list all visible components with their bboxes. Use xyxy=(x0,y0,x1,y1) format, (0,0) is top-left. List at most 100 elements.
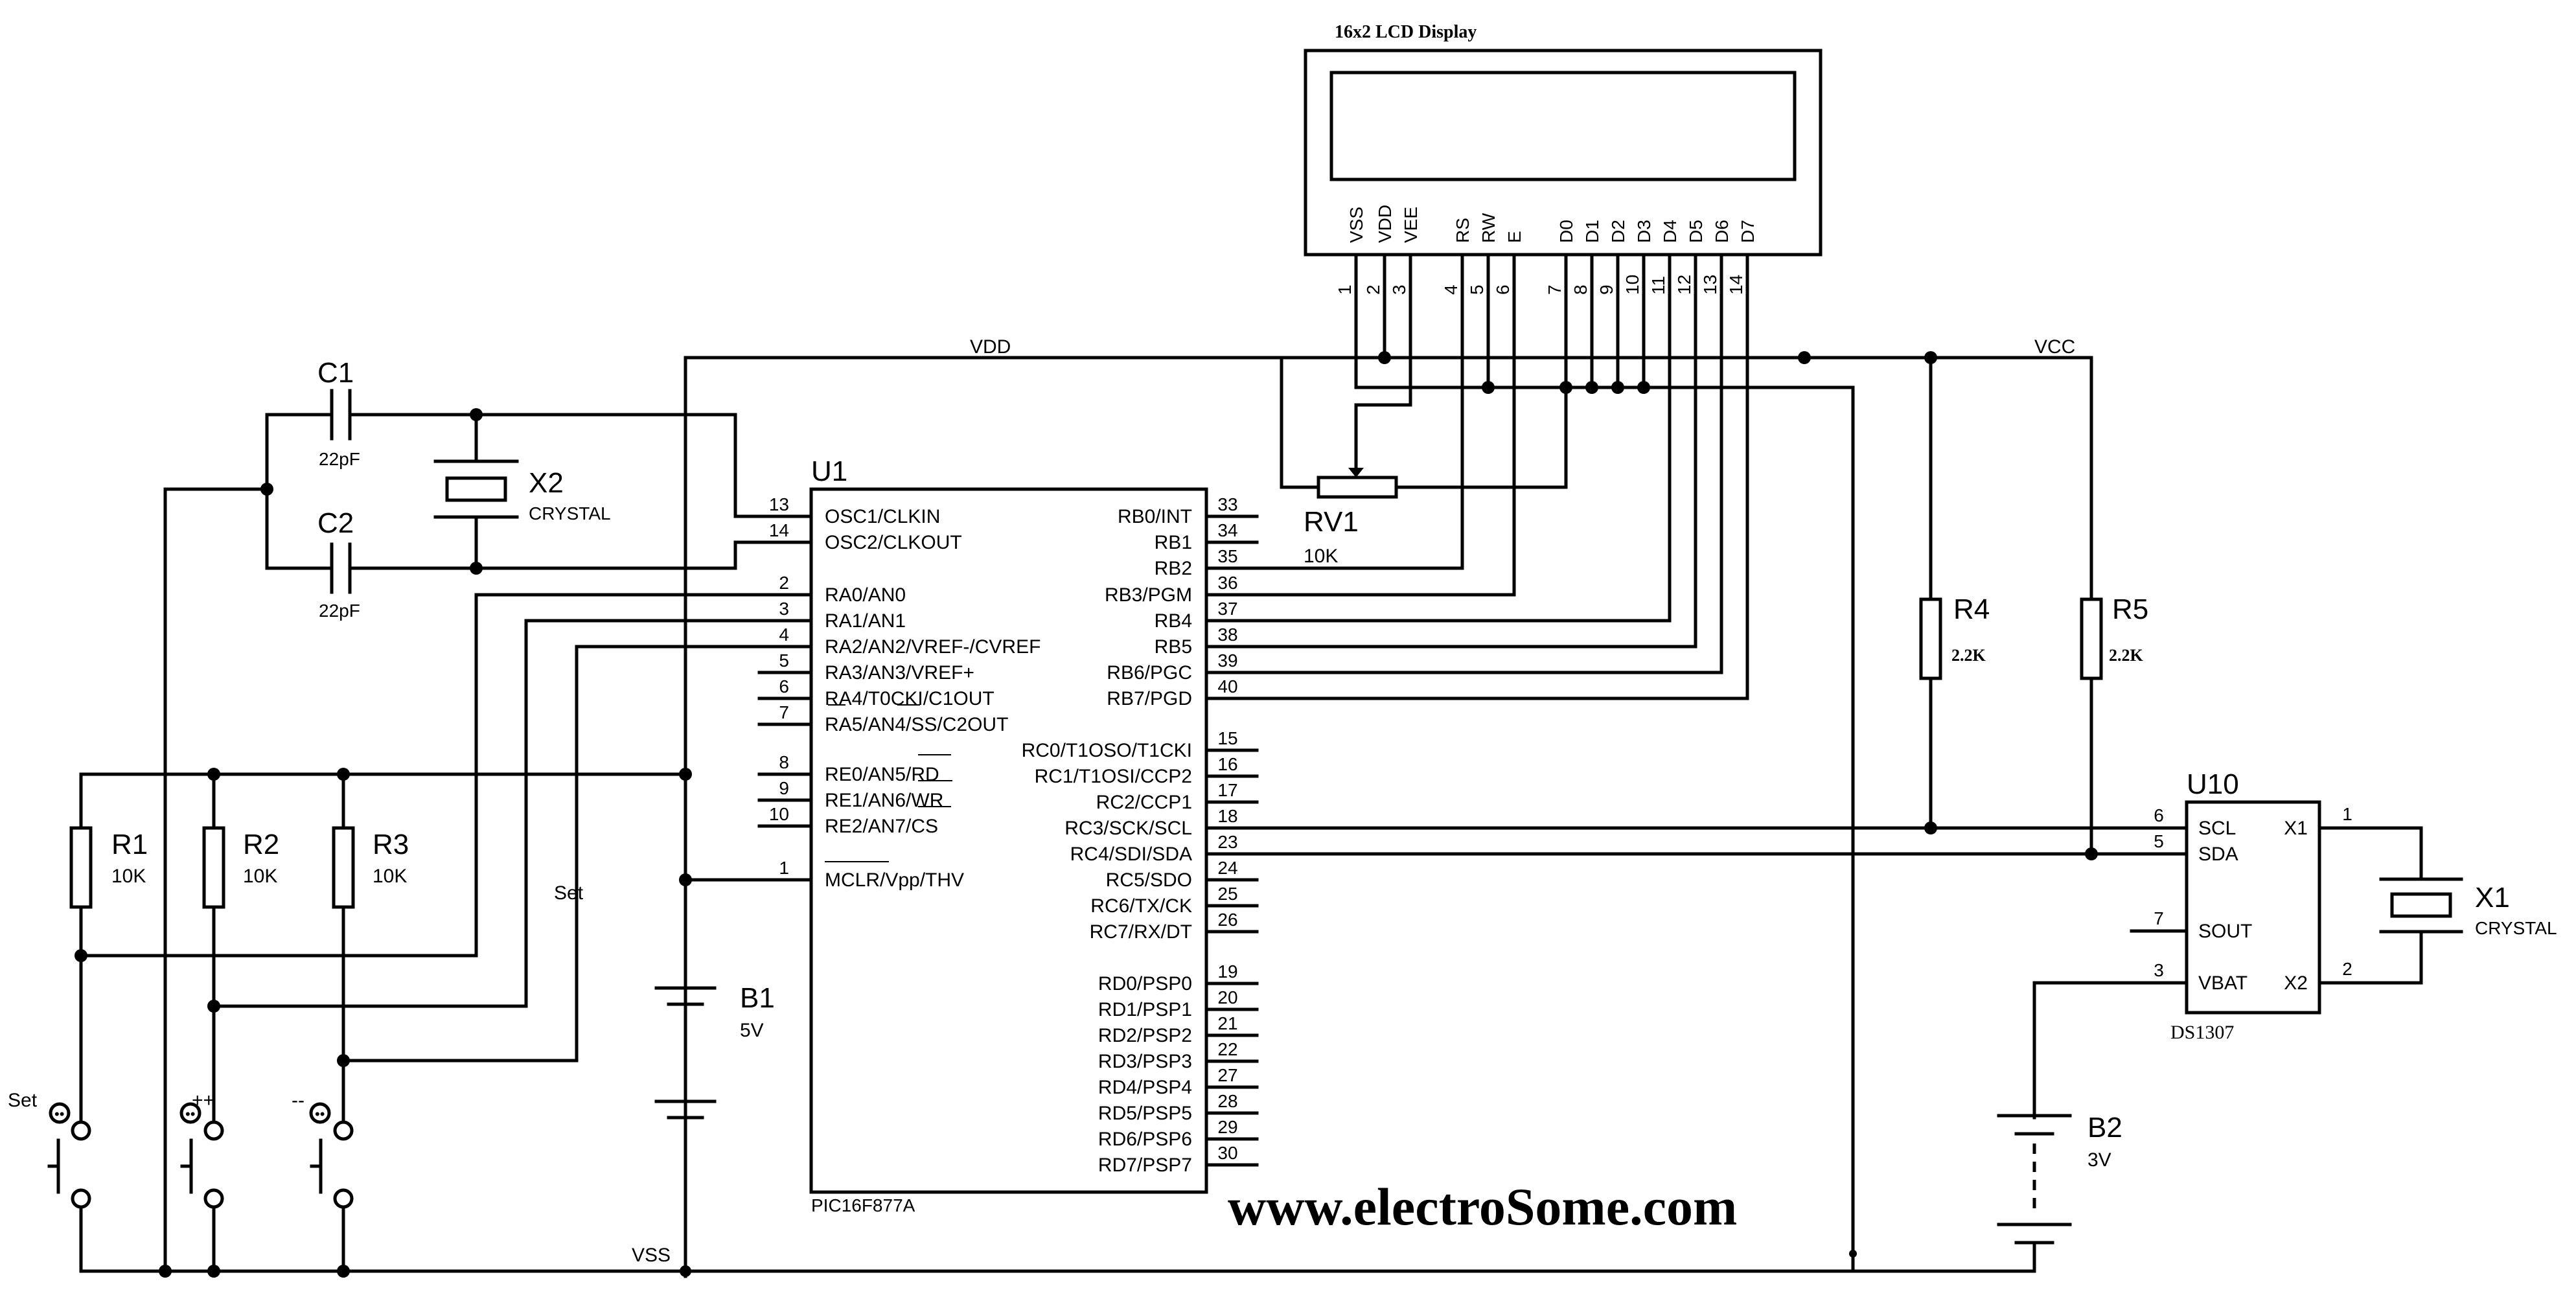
u1-right-pin-group: 33RB0/INT34RB135RB236RB3/PGM37RB438RB539… xyxy=(1022,494,1259,1176)
b1-ref: B1 xyxy=(740,982,775,1014)
lcd-pin-number: 9 xyxy=(1596,284,1616,295)
u10-body xyxy=(2185,800,2321,1015)
u1-pin-label: RB7/PGD xyxy=(1107,688,1192,709)
u1-pin-number: 7 xyxy=(779,702,789,722)
r2-body xyxy=(202,826,225,909)
u1-pin-number: 6 xyxy=(779,676,789,696)
r5-body xyxy=(2080,597,2103,680)
u1-pin-label: RC3/SCK/SCL xyxy=(1064,818,1192,839)
u1-pin-label: RD3/PSP3 xyxy=(1098,1051,1192,1072)
lcd-title: 16x2 LCD Display xyxy=(1335,22,1477,42)
u10-pin-label: X2 xyxy=(2284,972,2308,994)
u1-pin-number: 34 xyxy=(1217,520,1237,540)
u1-pin-label: MCLR/Vpp/THV xyxy=(825,869,964,891)
lcd-pin-name: D0 xyxy=(1556,220,1576,243)
u1-pin-label: RB4 xyxy=(1155,610,1192,632)
rv1-ref: RV1 xyxy=(1304,506,1359,538)
set-button: •• Set xyxy=(8,1090,91,1273)
x1-ref: X1 xyxy=(2475,882,2510,914)
r1-ref: R1 xyxy=(111,829,148,860)
lcd-rs-wire xyxy=(1204,277,1464,570)
u1-pin-number: 15 xyxy=(1217,728,1237,748)
r2-value: 10K xyxy=(243,866,277,887)
vcc-rail xyxy=(1799,356,2093,601)
u1-left-pin-group: 13OSC1/CLKIN14OSC2/CLKOUT2RA0/AN03RA1/AN… xyxy=(757,494,1041,891)
set-button-label: Set xyxy=(8,1090,38,1111)
u1-body xyxy=(809,487,1208,1194)
up-button: •• ++ xyxy=(179,1090,224,1273)
u1-pin-label: RE2/AN7/CS xyxy=(825,816,938,837)
svg-text:••: •• xyxy=(315,1106,325,1122)
u1-pin-label: RB5 xyxy=(1155,636,1192,658)
r4-body xyxy=(1919,597,1942,680)
lcd-pin-number: 13 xyxy=(1700,275,1720,295)
u1-pin-number: 4 xyxy=(779,625,789,645)
u1-pin-label: RB2 xyxy=(1155,558,1192,579)
lcd-d6-wire xyxy=(1204,277,1723,674)
lcd-d7-wire xyxy=(1204,277,1749,700)
u10-pin-label: X1 xyxy=(2284,818,2308,839)
r5-ref: R5 xyxy=(2112,593,2148,625)
u1-pin-label: RB1 xyxy=(1155,532,1192,553)
b1-value: 5V xyxy=(740,1020,764,1041)
lcd-pin-number: 6 xyxy=(1493,284,1513,295)
u1-pin-label: RC6/TX/CK xyxy=(1090,895,1192,917)
lcd-pin-name: RW xyxy=(1478,213,1499,243)
u1-pin-number: 9 xyxy=(779,778,789,798)
u1-pin-label: RE0/AN5/RD xyxy=(825,764,939,785)
x1-value: CRYSTAL xyxy=(2475,918,2557,938)
set-net-label: Set xyxy=(554,882,584,904)
rv1-value: 10K xyxy=(1304,546,1338,567)
lcd-pin-number: 10 xyxy=(1622,275,1642,295)
u1-part: PIC16F877A xyxy=(811,1195,915,1215)
vdd-label: VDD xyxy=(970,336,1011,358)
b2-ref: B2 xyxy=(2087,1112,2122,1144)
lcd-screen xyxy=(1329,71,1797,181)
u1-pin-label: RD0/PSP0 xyxy=(1098,973,1192,994)
lcd-pin-number: 4 xyxy=(1441,284,1461,295)
u1-pin-label: OSC2/CLKOUT xyxy=(825,532,962,553)
r5-value: 2.2K xyxy=(2109,646,2144,665)
x2-value: CRYSTAL xyxy=(529,503,611,523)
x2-ref: X2 xyxy=(529,467,564,499)
u1-pin-label: RB6/PGC xyxy=(1107,662,1192,684)
u10-pin-label: VBAT xyxy=(2198,972,2248,994)
u1-pin-number: 3 xyxy=(779,599,789,619)
u1-pin-number: 22 xyxy=(1217,1039,1237,1059)
down-button-label: -- xyxy=(292,1090,305,1111)
u10-part: DS1307 xyxy=(2170,1022,2234,1043)
u1-pin-label: RC2/CCP1 xyxy=(1096,792,1192,813)
set-button-dot: •• xyxy=(54,1106,64,1122)
lcd-pin-name: D6 xyxy=(1712,220,1732,243)
u1-pin-label: RD4/PSP4 xyxy=(1098,1077,1192,1098)
r3-ref: R3 xyxy=(373,829,409,860)
u1-pin-label: RC0/T1OSO/T1CKI xyxy=(1022,740,1192,761)
r2-ref: R2 xyxy=(243,829,279,860)
c1-ref: C1 xyxy=(317,357,354,389)
lcd-vss-wire xyxy=(1354,277,1855,1273)
u10-pin-number: 6 xyxy=(2154,805,2164,825)
lcd-pin-number: 2 xyxy=(1363,284,1383,295)
u1-pin-label: RB0/INT xyxy=(1118,506,1192,527)
u1-pin-number: 23 xyxy=(1217,832,1237,852)
u1-pin-number: 14 xyxy=(769,520,789,540)
u1-pin-number: 29 xyxy=(1217,1117,1237,1137)
button-section: Set R1 10K R2 10K R3 10K •• xyxy=(8,593,813,1278)
u10-pin-number: 2 xyxy=(2342,959,2352,979)
u1-pin-label: RC7/RX/DT xyxy=(1090,921,1192,943)
x2-body xyxy=(445,476,507,502)
lcd-vee-wire xyxy=(1354,277,1412,472)
lcd-pin-group: VSS1VDD2VEE3RS4RW5E6D07D18D29D310D411D51… xyxy=(1335,205,1758,295)
u1-pin-number: 39 xyxy=(1217,650,1237,671)
u1-pin-number: 26 xyxy=(1217,910,1237,930)
lcd-pin-name: VDD xyxy=(1375,205,1395,243)
ra1-wire xyxy=(212,619,813,1008)
u1-pin-number: 19 xyxy=(1217,961,1237,982)
rv1-potentiometer: RV1 10K xyxy=(1280,356,1568,567)
b2-value: 3V xyxy=(2087,1149,2111,1171)
lcd-pin-number: 8 xyxy=(1570,284,1591,295)
osc1-wire xyxy=(351,413,813,518)
r4-ref: R4 xyxy=(1953,593,1990,625)
u1-pin-number: 24 xyxy=(1217,858,1237,878)
